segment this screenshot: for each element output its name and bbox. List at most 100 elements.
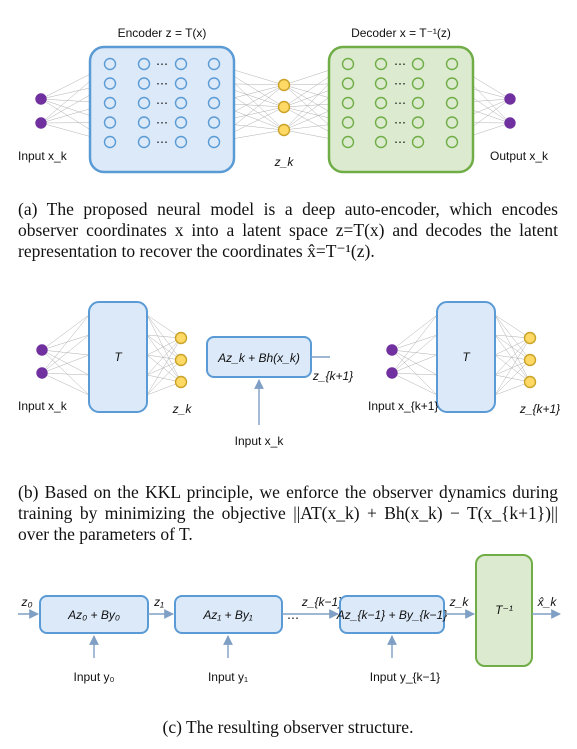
ellipsis: ⋯: [156, 77, 168, 91]
network-edge: [41, 354, 90, 374]
latent-node: [277, 78, 291, 92]
zk-label: z_k: [449, 595, 470, 609]
network-edge: [494, 337, 531, 376]
decoder-node: [374, 77, 388, 90]
input-node: [386, 367, 398, 379]
inverse-block: [475, 554, 533, 667]
encoder-node: [207, 96, 221, 110]
decoder-node: [411, 77, 425, 90]
decoder-node: [411, 96, 425, 110]
z-next-label-b: z_{k+1}: [312, 369, 353, 383]
dynamics-label-1: Az₁ + By₁: [202, 608, 252, 622]
decoder-node: [445, 77, 459, 90]
encoder-node: [103, 116, 117, 129]
network-edge: [391, 349, 438, 356]
ellipsis: ⋯: [394, 96, 406, 110]
network-edge: [146, 314, 182, 383]
ellipsis-c: ⋯: [287, 611, 299, 625]
decoder-node: [374, 116, 388, 129]
network-edge: [494, 359, 531, 376]
t-block-left: [88, 301, 148, 413]
panel-b: T Az_k + Bh(x_k) T Input x_k z_k z_{k+1}…: [18, 301, 560, 448]
encoder-node: [103, 135, 117, 149]
decoder-node: [374, 57, 388, 71]
network-edge: [41, 349, 90, 376]
decoder-node: [445, 116, 459, 129]
encoder-node: [103, 57, 117, 71]
t-label-right: T: [462, 350, 471, 364]
latent-node: [277, 100, 291, 114]
network-edge: [494, 354, 531, 383]
encoder-node: [103, 77, 117, 90]
network-edge: [494, 337, 531, 356]
network-edge: [391, 372, 438, 396]
input-node: [36, 367, 48, 379]
network-edge: [391, 334, 438, 351]
encoder-node: [174, 135, 188, 149]
network-edge: [494, 334, 531, 383]
network-edge: [41, 372, 90, 376]
network-edge: [146, 359, 182, 396]
encoder-block: [88, 45, 236, 174]
ellipsis: ⋯: [394, 116, 406, 130]
decoder-node: [341, 77, 355, 90]
decoder-node: [445, 57, 459, 71]
input-label-b-bottom: Input x_k: [235, 434, 285, 448]
input-label-b-left: Input x_k: [18, 399, 68, 413]
network-edge: [41, 334, 90, 374]
decoder-node: [374, 96, 388, 110]
latent-label-a: z_k: [274, 155, 295, 169]
network-edge: [391, 334, 438, 374]
latent-node: [174, 353, 188, 367]
z1-label: z₁: [153, 595, 164, 609]
network-edge: [146, 334, 182, 383]
decoder-node: [341, 96, 355, 110]
panel-c: z₀ Az₀ + By₀ z₁ Az₁ + By₁ ⋯ z_{k−1} Az_{…: [18, 554, 561, 684]
network-edge: [391, 349, 438, 376]
network-edge: [391, 354, 438, 374]
zk1-label: z_{k−1}: [301, 595, 342, 609]
network-edge: [41, 349, 90, 356]
network-nodes-b: [36, 331, 537, 389]
input-label-c-1: Input y₁: [208, 670, 248, 684]
latent-node: [523, 353, 537, 367]
encoder-node: [137, 116, 151, 129]
network-edge: [494, 337, 531, 396]
panel-a: ⋯⋯⋯⋯⋯⋯⋯⋯⋯⋯ Encoder z = T(x) Decoder x = …: [18, 26, 549, 174]
latent-label-b-right: z_{k+1}: [519, 402, 560, 416]
xhat-label: x̂_k: [537, 595, 558, 609]
latent-node: [174, 331, 188, 345]
input-label-c-k: Input y_{k−1}: [370, 670, 440, 684]
input-node: [36, 344, 48, 356]
caption-a: (a) The proposed neural model is a deep …: [18, 199, 558, 261]
dynamics-label-k: Az_{k−1} + By_{k−1}: [336, 608, 447, 622]
ellipsis: ⋯: [156, 96, 168, 110]
network-edge: [146, 314, 182, 339]
input-node: [386, 344, 398, 356]
caption-c: (c) The resulting observer structure.: [162, 717, 414, 737]
ellipsis: ⋯: [156, 116, 168, 130]
network-edge: [391, 349, 438, 396]
encoder-node: [174, 96, 188, 110]
encoder-node: [174, 116, 188, 129]
ellipsis: ⋯: [156, 135, 168, 149]
encoder-node: [137, 77, 151, 90]
network-edge: [41, 349, 90, 396]
decoder-node: [341, 116, 355, 129]
decoder-node: [374, 135, 388, 149]
network-edge: [391, 372, 438, 376]
latent-node: [277, 123, 291, 137]
ellipsis: ⋯: [156, 57, 168, 71]
encoder-node: [137, 96, 151, 110]
dynamics-label-0: Az₀ + By₀: [67, 608, 120, 622]
latent-node: [523, 331, 537, 345]
latent-label-b-left: z_k: [172, 402, 193, 416]
network-edge: [146, 314, 182, 361]
network-edge: [494, 314, 531, 383]
z0-label: z₀: [20, 595, 32, 609]
output-node: [504, 93, 516, 105]
dynamics-label-b: Az_k + Bh(x_k): [217, 351, 300, 365]
ellipsis: ⋯: [394, 135, 406, 149]
ellipsis: ⋯: [394, 77, 406, 91]
network-edge: [391, 314, 438, 374]
